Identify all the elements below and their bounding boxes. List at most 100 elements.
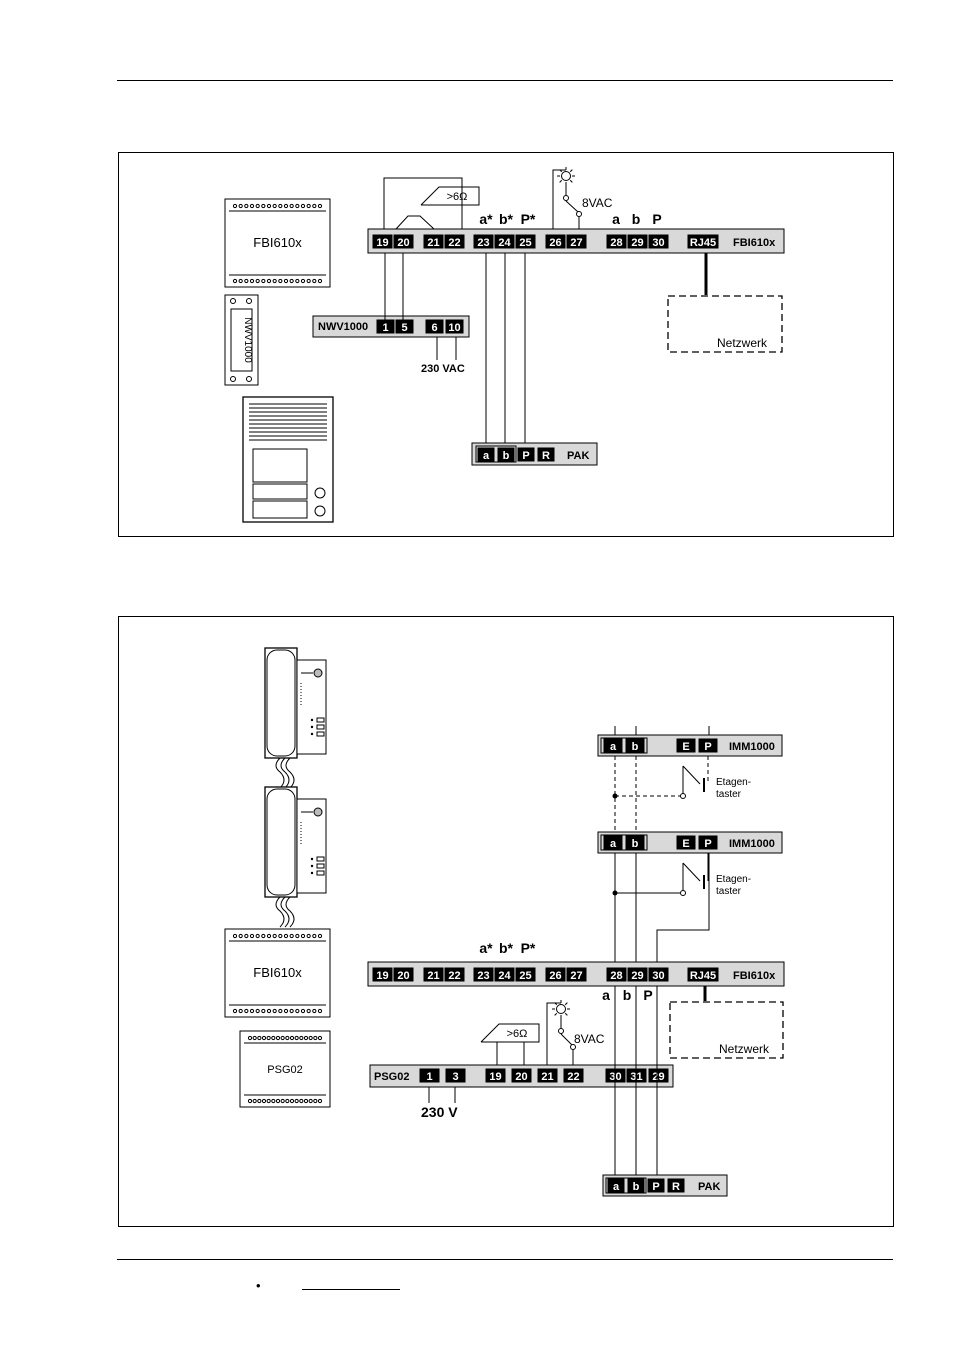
fig1-fbi-terminal: 26 — [549, 237, 561, 249]
fig2-fbi-terminal-box — [423, 967, 444, 982]
fig2-psg-terminal: 1 — [426, 1071, 432, 1083]
fig2-psg-device-top-screw — [289, 1035, 295, 1041]
fig1-nwv-screw — [230, 376, 236, 382]
fig2-fbi-terminal: 22 — [448, 970, 460, 982]
fig2-intercom-2-cord-icon — [275, 896, 285, 928]
fig2-fbi-device-top-screw — [295, 933, 300, 939]
fig1-fbi-device-top-screw — [317, 203, 323, 209]
fig2-intercom-1-led-icon — [310, 718, 314, 722]
fig2-intercom-2-led-icon — [310, 864, 314, 868]
fig1-nwv-terminal-box — [395, 319, 414, 334]
fig2-pak-group — [605, 1177, 647, 1194]
fig1-nwv-screw — [230, 298, 236, 304]
fig2-fbi-device-bottom-screw — [232, 1008, 238, 1014]
fig1-signal-star: b* — [499, 211, 514, 227]
fig2-psg-device-bottom-screw — [266, 1098, 271, 1104]
fig2-psg-device-bottom-screw — [313, 1098, 318, 1104]
fig1-fbi-device-top-screw — [289, 203, 294, 209]
fig2-fbi-device-top-screw — [272, 933, 277, 939]
fig2-psg-device-bottom-screw — [252, 1098, 257, 1104]
fig1-door-station-nameplate — [252, 500, 308, 519]
fig1-lamp-icon — [561, 171, 571, 181]
fig2-psg-device-top-screw — [261, 1035, 267, 1041]
fig1-mains-label: 230 VAC — [421, 363, 465, 375]
fig2-psg-device-top-screw — [299, 1035, 304, 1041]
fig2-imm-1-button-contact — [680, 793, 686, 799]
fig2-intercom-1-receiver-shape — [266, 649, 296, 757]
fig2-imm-1-terminal: a — [610, 741, 617, 753]
fig2-imm-2-terminal: E — [682, 838, 689, 850]
fig2-psg-device-bottom-screw — [308, 1098, 313, 1104]
fig2-imm-1-terminal: E — [682, 741, 689, 753]
fig2-fbi-device-top-screw — [300, 933, 306, 939]
fig2-fbi-terminal: 19 — [376, 970, 388, 982]
fig2-imm-1-button-switch — [682, 765, 701, 785]
fig2-intercom-1-key-icon — [316, 731, 325, 737]
fig2-imm-2-terminal: b — [632, 838, 639, 850]
fig2-imm-2-terminal: a — [610, 838, 617, 850]
fig2-psg-terminal-box — [419, 1068, 440, 1083]
fig2-imm-2-terminal-box — [676, 835, 696, 850]
fig2-psg-device-top-screw — [280, 1035, 285, 1041]
fig2-fbi-terminal-box — [627, 967, 648, 982]
fig1-fbi-terminal: 20 — [397, 237, 409, 249]
fig2-psg-device-top-screw — [257, 1035, 262, 1041]
fig1-pak-terminal-box — [517, 447, 535, 462]
fig1-fbi-device-bottom-screw — [255, 278, 260, 284]
fig1-fbi-device-top-screw — [261, 203, 266, 209]
fig2-intercom-2-led-icon — [310, 871, 314, 875]
fig2-psg-device-bottom-screw — [275, 1098, 281, 1104]
fig1-fbi-device-body — [224, 198, 331, 288]
fig2-psg-terminal: 29 — [652, 1071, 664, 1083]
fig2-fbi-label: FBI610x — [733, 970, 776, 982]
fig2-network-label: Netzwerk — [719, 1042, 770, 1056]
fig2-fbi-device-top-screw — [249, 933, 255, 939]
fig1-fbi-device-bottom-screw — [317, 278, 323, 284]
fig2-lamp-voltage: 8VAC — [574, 1032, 605, 1046]
fig1-fbi-rj45: RJ45 — [690, 237, 716, 249]
fig1-fbi-device-top-screw — [232, 203, 238, 209]
fig2-psg-terminal: 19 — [489, 1071, 501, 1083]
fig2-lamp-switch — [560, 1033, 573, 1046]
fig2-intercom-2-cord-icon — [285, 896, 295, 928]
fig1-fbi-terminal: 28 — [610, 237, 622, 249]
fig2-lamp-icon-ray — [554, 1012, 558, 1016]
fig2-fbi-device-bottom-screw — [266, 1008, 272, 1014]
fig2-fbi-device-bottom-screw — [306, 1008, 311, 1014]
fig1-signal: a — [612, 211, 620, 227]
fig2-psg-device-top-screw — [275, 1035, 281, 1041]
fig2-intercom-2-key-icon — [316, 870, 325, 876]
fig1-lamp-contact — [563, 195, 569, 201]
footer-link-underline — [302, 1289, 400, 1290]
fig2-fbi-terminal: 29 — [631, 970, 643, 982]
fig1-fbi-rj45-box — [687, 234, 719, 249]
fig2-psg-terminal-box — [537, 1068, 558, 1083]
fig1-fbi-device-bottom-screw — [278, 278, 283, 284]
fig2-fbi-device-top-screw — [306, 933, 311, 939]
fig2-psg-terminal-box — [445, 1068, 466, 1083]
fig2-imm-1-terminal-box — [625, 738, 645, 753]
fig2-bus-letter: P — [643, 987, 652, 1003]
fig1-fbi-device-top-screw — [255, 203, 260, 209]
fig2-imm-1-floor-label: Etagen- — [716, 777, 751, 788]
figure1-frame — [118, 152, 894, 537]
fig1-lamp-voltage: 8VAC — [582, 196, 613, 210]
fig2-fbi-terminal-box — [545, 967, 566, 982]
fig1-fbi-device-bottom-screw — [266, 278, 272, 284]
fig1-door-station-panel — [252, 448, 308, 483]
fig1-pak-terminal-box — [497, 447, 515, 462]
fig2-fbi-device-top-screw — [312, 933, 317, 939]
fig2-psg-device-bottom-screw — [280, 1098, 285, 1104]
fig1-fbi-terminal: 24 — [498, 237, 511, 249]
fig2-fbi-terminal: 21 — [427, 970, 439, 982]
fig1-pak-terminal: a — [483, 450, 490, 462]
fig2-intercom-1-cord-icon — [275, 757, 285, 789]
fig1-fbi-terminal-box — [473, 234, 494, 249]
fig1-fbi-device-bottom-screw — [295, 278, 300, 284]
fig2-bus-letter: a — [602, 987, 610, 1003]
fig1-nwv-terminal-box — [445, 319, 464, 334]
fig2-lamp-icon-ray — [564, 1002, 568, 1006]
fig2-fbi-terminal: 26 — [549, 970, 561, 982]
fig1-pak-terminal: R — [542, 450, 550, 462]
fig2-psg-device-top-screw — [252, 1035, 257, 1041]
